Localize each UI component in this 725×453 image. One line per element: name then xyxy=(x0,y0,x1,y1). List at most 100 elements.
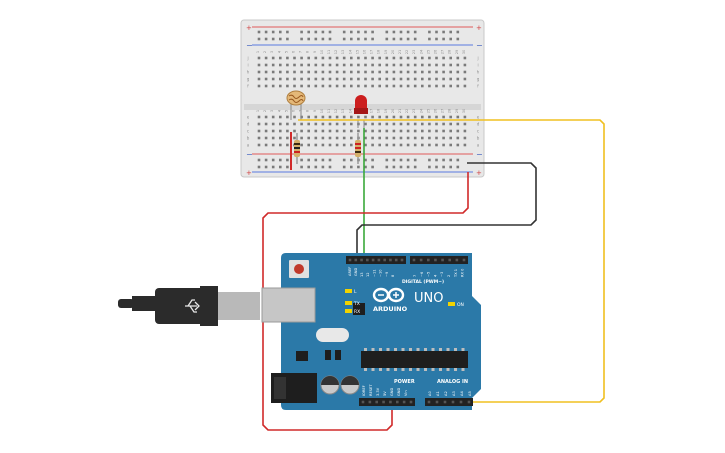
breadboard-hole[interactable] xyxy=(364,115,367,119)
breadboard-hole[interactable] xyxy=(399,143,403,147)
breadboard-hole[interactable] xyxy=(300,136,303,140)
breadboard-hole[interactable] xyxy=(279,77,282,81)
breadboard-hole[interactable] xyxy=(378,56,381,60)
breadboard-hole[interactable] xyxy=(286,129,289,133)
rail-hole[interactable] xyxy=(286,165,289,169)
rail-hole[interactable] xyxy=(392,165,396,169)
header-pin[interactable] xyxy=(394,258,398,262)
breadboard-hole[interactable] xyxy=(279,136,282,140)
breadboard-hole[interactable] xyxy=(399,63,403,67)
breadboard-hole[interactable] xyxy=(449,84,452,88)
breadboard-hole[interactable] xyxy=(335,77,339,81)
breadboard-hole[interactable] xyxy=(371,143,374,147)
breadboard-hole[interactable] xyxy=(456,84,460,88)
breadboard-hole[interactable] xyxy=(428,122,431,126)
breadboard-hole[interactable] xyxy=(456,136,460,140)
breadboard-hole[interactable] xyxy=(435,84,438,88)
breadboard-hole[interactable] xyxy=(385,143,389,147)
rail-hole[interactable] xyxy=(342,158,346,162)
rail-hole[interactable] xyxy=(456,30,460,34)
breadboard-hole[interactable] xyxy=(293,122,296,126)
breadboard-hole[interactable] xyxy=(279,129,282,133)
rail-hole[interactable] xyxy=(257,158,261,162)
breadboard-hole[interactable] xyxy=(378,136,381,140)
breadboard-hole[interactable] xyxy=(300,129,303,133)
rail-hole[interactable] xyxy=(406,30,410,34)
breadboard-hole[interactable] xyxy=(449,56,452,60)
breadboard-hole[interactable] xyxy=(385,63,389,67)
breadboard-hole[interactable] xyxy=(463,115,467,119)
breadboard-hole[interactable] xyxy=(364,77,367,81)
breadboard-hole[interactable] xyxy=(378,77,381,81)
breadboard-hole[interactable] xyxy=(286,143,289,147)
rail-hole[interactable] xyxy=(271,30,275,34)
breadboard-hole[interactable] xyxy=(350,129,353,133)
rail-hole[interactable] xyxy=(357,37,360,41)
breadboard-hole[interactable] xyxy=(271,115,275,119)
breadboard-hole[interactable] xyxy=(300,84,303,88)
breadboard-hole[interactable] xyxy=(442,115,445,119)
resistor-2[interactable] xyxy=(355,133,361,164)
breadboard-hole[interactable] xyxy=(342,143,346,147)
breadboard-hole[interactable] xyxy=(435,77,438,81)
breadboard-hole[interactable] xyxy=(328,122,332,126)
breadboard-hole[interactable] xyxy=(428,136,431,140)
breadboard-hole[interactable] xyxy=(428,77,431,81)
breadboard-hole[interactable] xyxy=(371,136,374,140)
breadboard-hole[interactable] xyxy=(307,129,310,133)
breadboard-hole[interactable] xyxy=(271,70,275,74)
breadboard-hole[interactable] xyxy=(264,143,268,147)
header-pin[interactable] xyxy=(435,400,439,404)
breadboard-hole[interactable] xyxy=(357,129,360,133)
rail-hole[interactable] xyxy=(279,37,282,41)
breadboard-hole[interactable] xyxy=(435,122,438,126)
rail-hole[interactable] xyxy=(357,165,360,169)
rail-hole[interactable] xyxy=(350,165,353,169)
breadboard-hole[interactable] xyxy=(442,136,445,140)
breadboard-hole[interactable] xyxy=(385,136,389,140)
breadboard-hole[interactable] xyxy=(342,129,346,133)
rail-hole[interactable] xyxy=(307,165,310,169)
header-pin[interactable] xyxy=(377,258,381,262)
breadboard-hole[interactable] xyxy=(463,143,467,147)
breadboard-hole[interactable] xyxy=(279,56,282,60)
breadboard-hole[interactable] xyxy=(257,115,261,119)
rail-hole[interactable] xyxy=(406,37,410,41)
rail-hole[interactable] xyxy=(385,30,389,34)
breadboard-hole[interactable] xyxy=(300,115,303,119)
breadboard-hole[interactable] xyxy=(371,56,374,60)
rail-hole[interactable] xyxy=(264,30,268,34)
breadboard-hole[interactable] xyxy=(328,56,332,60)
breadboard-hole[interactable] xyxy=(342,56,346,60)
breadboard-hole[interactable] xyxy=(321,84,325,88)
breadboard-hole[interactable] xyxy=(421,56,424,60)
breadboard-hole[interactable] xyxy=(314,63,318,67)
rail-hole[interactable] xyxy=(271,158,275,162)
breadboard-hole[interactable] xyxy=(279,63,282,67)
breadboard-hole[interactable] xyxy=(413,84,417,88)
breadboard-hole[interactable] xyxy=(264,63,268,67)
breadboard-hole[interactable] xyxy=(342,136,346,140)
breadboard-hole[interactable] xyxy=(328,115,332,119)
breadboard-hole[interactable] xyxy=(286,136,289,140)
rail-hole[interactable] xyxy=(300,30,303,34)
breadboard-hole[interactable] xyxy=(413,70,417,74)
breadboard-hole[interactable] xyxy=(392,70,396,74)
rail-hole[interactable] xyxy=(428,37,431,41)
rail-hole[interactable] xyxy=(456,158,460,162)
breadboard-hole[interactable] xyxy=(399,84,403,88)
breadboard-hole[interactable] xyxy=(293,129,296,133)
breadboard-hole[interactable] xyxy=(378,129,381,133)
header-pin[interactable] xyxy=(455,258,459,262)
breadboard-hole[interactable] xyxy=(421,136,424,140)
breadboard-hole[interactable] xyxy=(413,143,417,147)
breadboard-hole[interactable] xyxy=(300,122,303,126)
breadboard-hole[interactable] xyxy=(456,115,460,119)
breadboard-hole[interactable] xyxy=(271,56,275,60)
rail-hole[interactable] xyxy=(406,165,410,169)
breadboard-hole[interactable] xyxy=(406,136,410,140)
breadboard-hole[interactable] xyxy=(321,136,325,140)
breadboard-hole[interactable] xyxy=(385,129,389,133)
breadboard-hole[interactable] xyxy=(406,143,410,147)
breadboard-hole[interactable] xyxy=(286,115,289,119)
